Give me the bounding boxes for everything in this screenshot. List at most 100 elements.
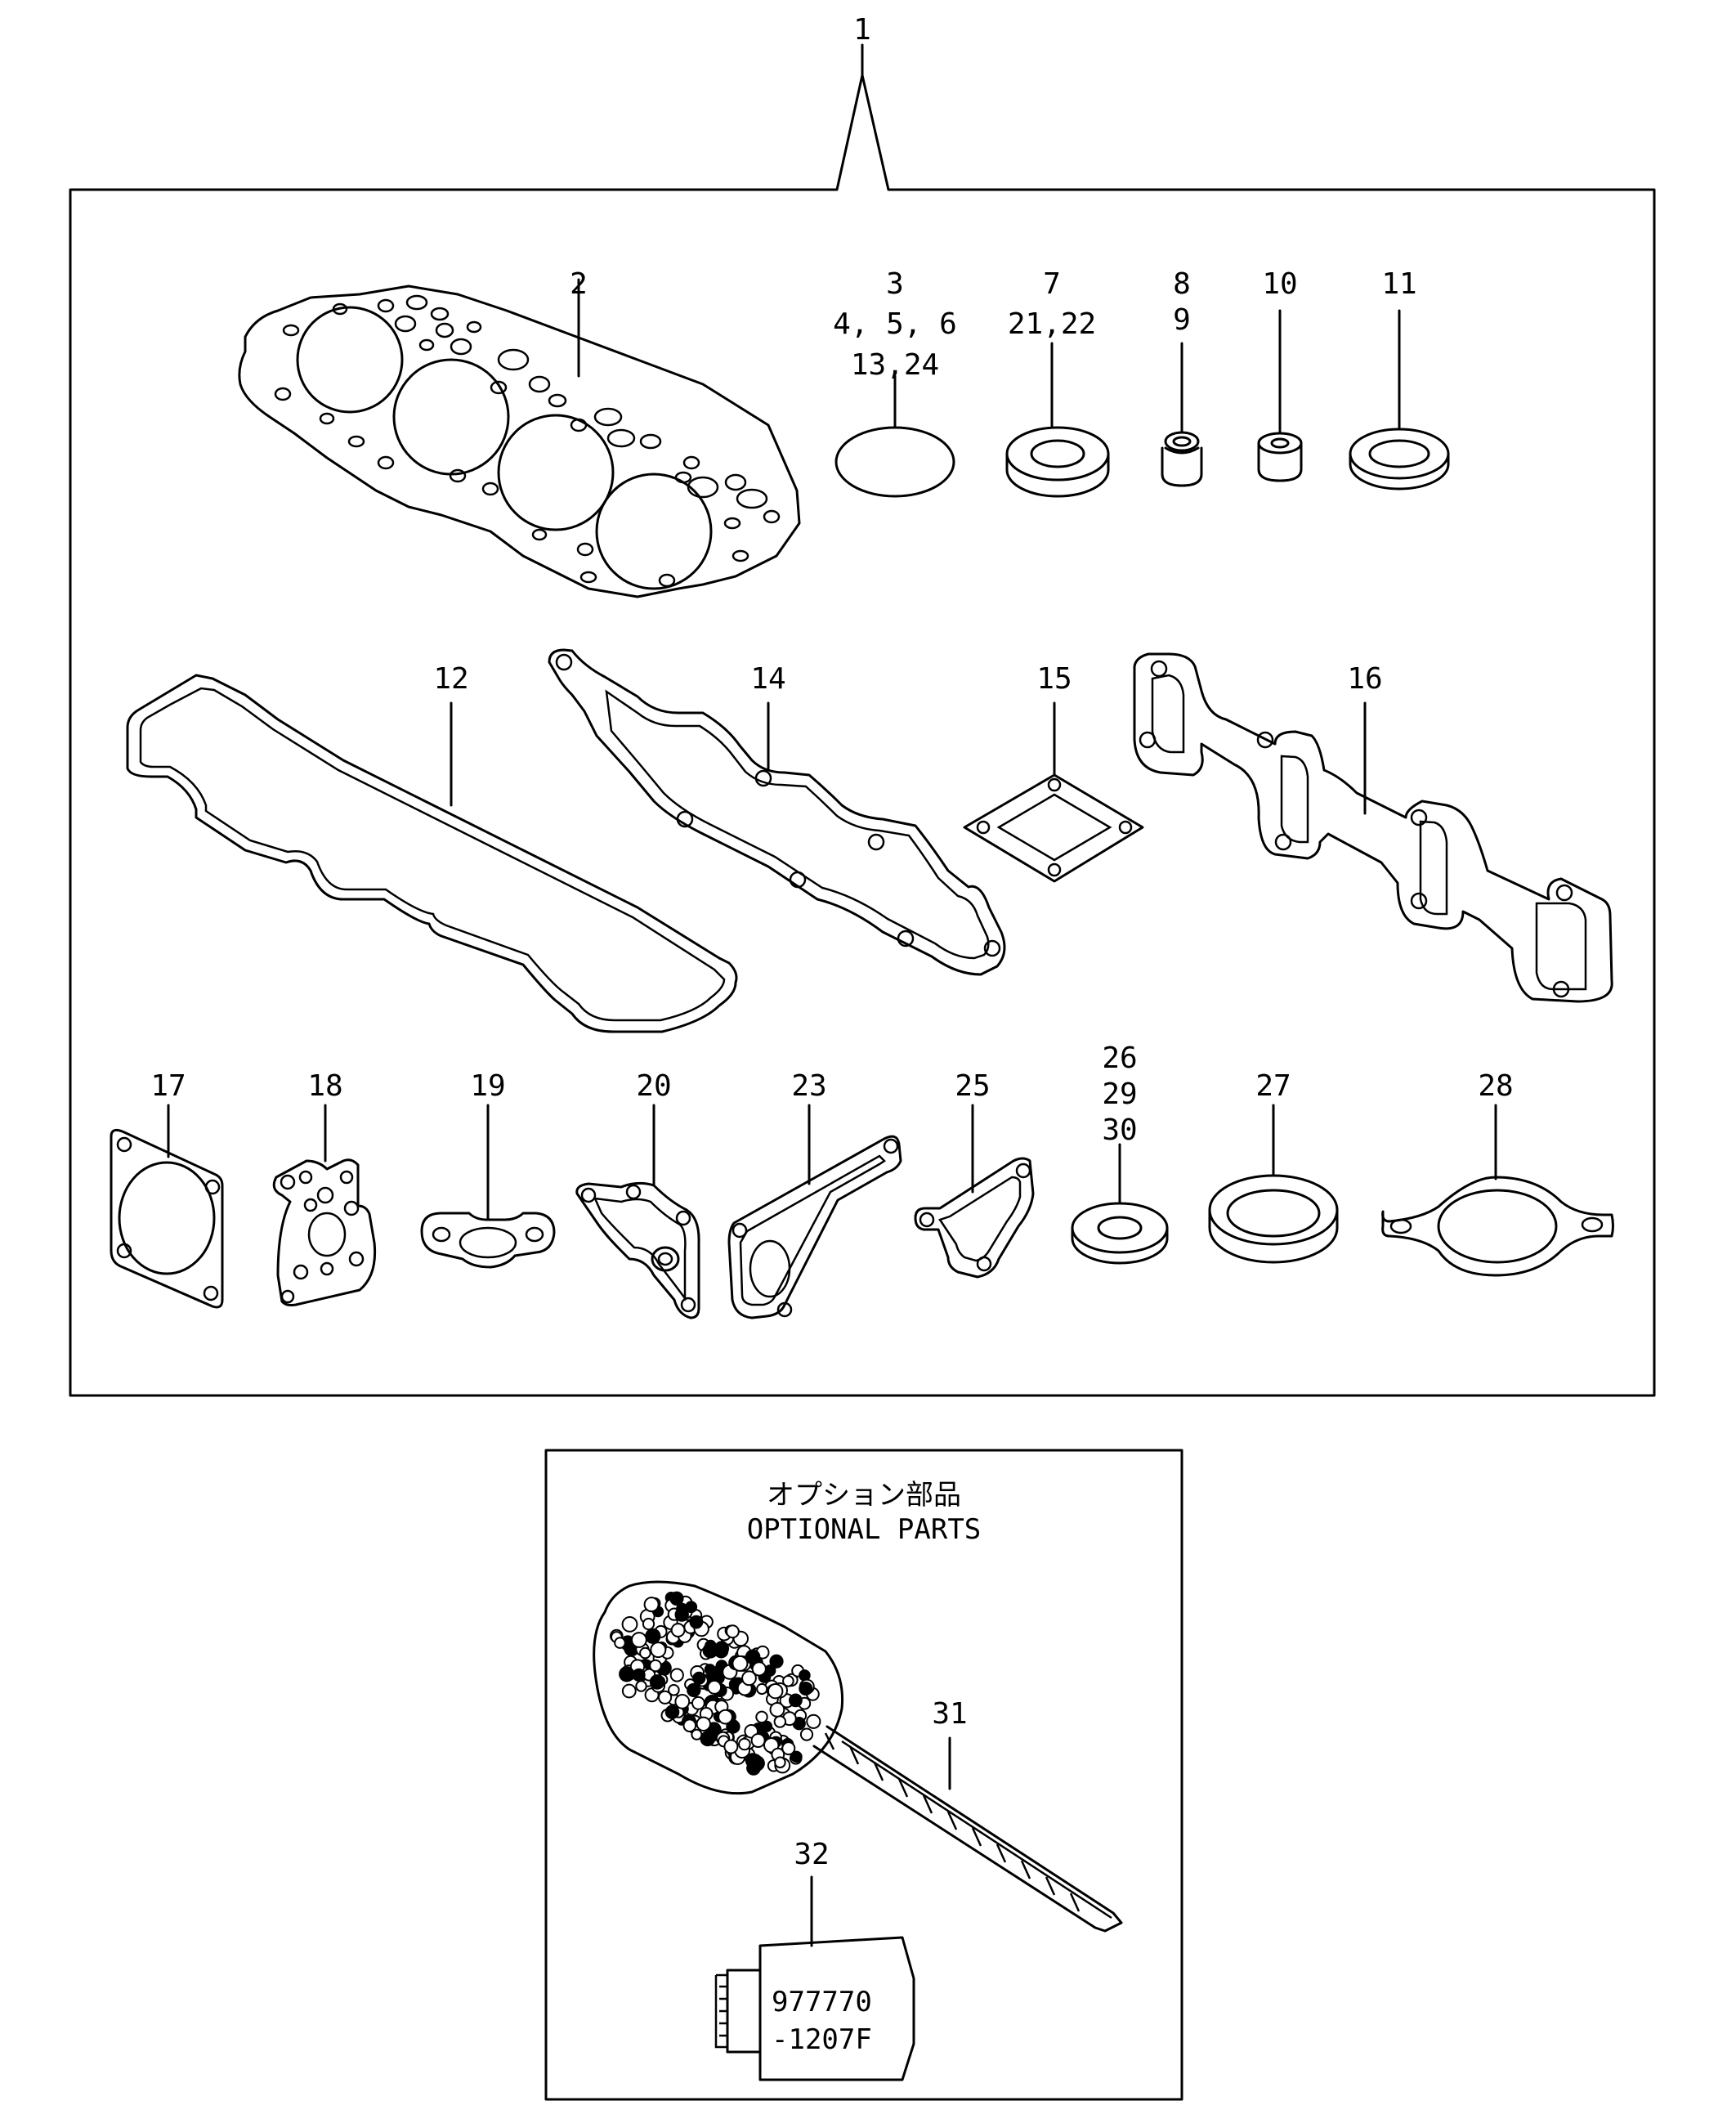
- gasket-20: 20: [575, 1069, 700, 1319]
- bristle-ball: [738, 1737, 751, 1751]
- label-sealant: 32: [794, 1838, 829, 1871]
- label-washer-a: 26: [1102, 1042, 1137, 1075]
- bristle-ball: [745, 1753, 761, 1768]
- label-stem-seal-a: 8: [1173, 267, 1191, 301]
- bristle-ball: [692, 1671, 706, 1685]
- bristle-ball: [745, 1649, 761, 1665]
- label-bushing: 10: [1262, 267, 1297, 301]
- bristle-ball: [750, 1733, 766, 1748]
- gasket-28: 28: [1381, 1069, 1614, 1277]
- label-gasket-19: 19: [470, 1069, 505, 1103]
- bristle-ball: [664, 1705, 680, 1719]
- bristle-ball: [806, 1714, 821, 1729]
- bristle-ball: [658, 1690, 673, 1705]
- bristle-ball: [669, 1668, 684, 1682]
- label-cover-gasket: 12: [433, 662, 468, 696]
- label-o-ring-a: 3: [886, 267, 904, 301]
- bristle-ball: [643, 1597, 660, 1613]
- kit-frame: 1: [69, 13, 1656, 1397]
- tube-part-number-line1: 977770: [772, 1986, 872, 2018]
- bristle-ball: [696, 1716, 711, 1732]
- bristle-ball: [650, 1642, 667, 1659]
- bushing-10: 10: [1257, 267, 1303, 482]
- hone-brush: 31: [593, 1580, 1123, 1933]
- bristle-ball: [756, 1682, 768, 1696]
- bristle-ball: [639, 1646, 651, 1660]
- seal-7: 7 21,22: [1005, 267, 1110, 498]
- bristle-ball: [621, 1683, 637, 1699]
- label-stem-seal-b: 9: [1173, 303, 1191, 337]
- bristle-ball: [781, 1741, 796, 1756]
- optional-title-en: OPTIONAL PARTS: [747, 1513, 982, 1546]
- bristle-ball: [770, 1655, 782, 1668]
- cover-gasket: 12: [126, 662, 738, 1033]
- bristle-ball: [723, 1739, 739, 1754]
- gasket-23: 23: [727, 1069, 902, 1319]
- bristle-ball: [619, 1666, 635, 1682]
- washer-26: 26 29 30: [1071, 1042, 1169, 1265]
- label-o-ring-c: 13,24: [851, 348, 939, 382]
- label-gasket-15: 15: [1036, 662, 1072, 696]
- bristle-ball: [799, 1682, 813, 1696]
- tube-part-number-line2: -1207F: [772, 2023, 872, 2056]
- manifold-gasket-16: 16: [1133, 652, 1613, 1003]
- bristle-ball: [767, 1683, 784, 1700]
- ring-27: 27: [1208, 1069, 1339, 1264]
- stem-seal-8: 8 9: [1161, 267, 1203, 487]
- gasket-18: 18: [272, 1069, 377, 1306]
- bristle-ball: [642, 1617, 655, 1631]
- gasket-25: 25: [914, 1069, 1035, 1279]
- label-washer-c: 30: [1102, 1113, 1137, 1147]
- label-gasket-25: 25: [955, 1069, 990, 1103]
- bristle-ball: [790, 1750, 803, 1763]
- gasket-15: 15: [963, 662, 1144, 883]
- bristle-ball: [732, 1655, 749, 1672]
- bristle-ball: [707, 1679, 723, 1695]
- bristle-ball: [789, 1693, 803, 1708]
- label-washer-b: 29: [1102, 1077, 1137, 1111]
- bristle-ball: [689, 1615, 704, 1629]
- bristle-ball: [645, 1628, 661, 1644]
- manifold-gasket-14: 14: [548, 648, 1006, 976]
- bristle-ball: [614, 1637, 626, 1649]
- label-brush: 31: [932, 1697, 967, 1731]
- bristle-ball: [635, 1680, 647, 1692]
- bristle-ball: [682, 1718, 697, 1732]
- bristle-ball: [621, 1616, 638, 1633]
- bristle-ball: [674, 1694, 691, 1709]
- label-seal-7-a: 7: [1043, 267, 1061, 301]
- label-gasket-23: 23: [791, 1069, 826, 1103]
- bristle-ball: [669, 1591, 684, 1606]
- bristle-ball: [726, 1719, 740, 1734]
- label-ring-27: 27: [1255, 1069, 1291, 1103]
- bristle-ball: [755, 1710, 768, 1724]
- label-gasket-20: 20: [636, 1069, 671, 1103]
- seal-11: 11: [1349, 267, 1450, 491]
- bristle-ball: [751, 1661, 767, 1677]
- brush-bristles: [610, 1591, 821, 1776]
- bristle-ball: [670, 1623, 686, 1637]
- optional-title-jp: オプション部品: [767, 1479, 961, 1512]
- bristle-ball: [714, 1641, 730, 1656]
- bristle-ball: [668, 1684, 680, 1696]
- bristle-ball: [726, 1624, 740, 1639]
- bristle-ball: [685, 1601, 698, 1614]
- bristle-ball: [649, 1659, 662, 1673]
- bristle-ball: [718, 1709, 733, 1725]
- bristle-ball: [773, 1715, 786, 1728]
- bristle-ball: [691, 1696, 705, 1710]
- gasket-19: 19: [420, 1069, 556, 1269]
- label-manifold-gasket-14: 14: [750, 662, 785, 696]
- bristle-ball: [741, 1670, 757, 1687]
- label-gasket-17: 17: [150, 1069, 186, 1103]
- bristle-ball: [799, 1727, 814, 1741]
- bristle-ball: [631, 1632, 647, 1648]
- label-o-ring-b: 4, 5, 6: [833, 307, 957, 341]
- label-manifold-gasket-16: 16: [1347, 662, 1382, 696]
- gasket-17: 17: [110, 1069, 224, 1309]
- label-gasket-28: 28: [1478, 1069, 1513, 1103]
- optional-parts-frame: オプション部品 OPTIONAL PARTS: [544, 1449, 1183, 2101]
- head-gasket: 2: [238, 267, 801, 598]
- label-gasket-18: 18: [307, 1069, 342, 1103]
